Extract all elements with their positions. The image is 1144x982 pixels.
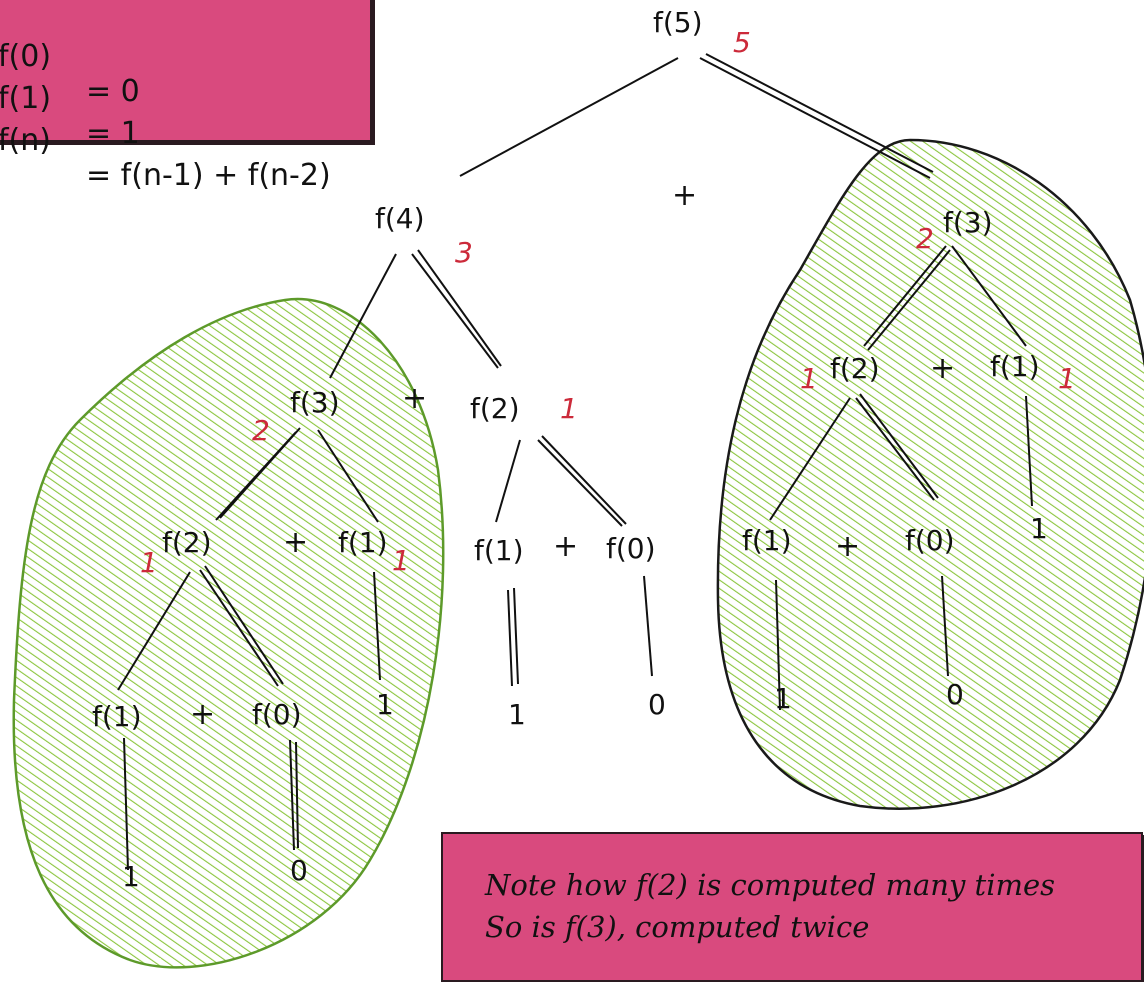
node-f1-right: f(1) (990, 350, 1040, 383)
node-f5-value: 5 (733, 26, 751, 59)
edge (204, 565, 284, 685)
edge (373, 571, 381, 681)
definition-rhs: = 1 (86, 116, 140, 151)
node-f1-left: f(1) (338, 526, 388, 559)
node-f1-left-leafparent: f(1) (92, 700, 142, 733)
plus-sign: + (930, 351, 955, 386)
node-f2-middle: f(2) (470, 392, 520, 425)
edge (317, 429, 379, 523)
edge (775, 579, 781, 711)
leaf-value: 1 (508, 698, 526, 731)
edge (507, 589, 513, 687)
edge (117, 571, 191, 691)
node-f2-left-value: 1 (140, 546, 158, 579)
edge (541, 435, 627, 525)
node-f2-right: f(2) (830, 352, 880, 385)
definition-rhs: = f(n-1) + f(n-2) (86, 158, 331, 193)
edge (459, 57, 679, 177)
node-f1-right-leafparent: f(1) (742, 524, 792, 557)
edge (411, 253, 499, 369)
node-f5: f(5) (653, 6, 703, 39)
leaf-value: 1 (1030, 512, 1048, 545)
node-f1-right-value: 1 (1058, 362, 1076, 395)
edge (219, 427, 301, 519)
blob-left (12, 297, 445, 969)
leaf-value: 1 (774, 682, 792, 715)
edge (295, 741, 299, 849)
definition-row: f(1) = 1 (0, 46, 140, 186)
edge (705, 53, 934, 173)
edge (863, 245, 947, 347)
definition-lhs: f(1) (0, 81, 52, 116)
edge (1025, 395, 1033, 507)
edge (289, 739, 295, 851)
edge (417, 249, 502, 367)
edge (855, 397, 935, 501)
edge (329, 253, 397, 379)
edge (769, 397, 851, 521)
node-f0-right-leafparent: f(0) (905, 524, 955, 557)
tree-edges (117, 53, 1033, 871)
leaf-value: 0 (648, 688, 666, 721)
node-f2-right-value: 1 (800, 362, 818, 395)
edge (537, 439, 623, 527)
blob-right (716, 138, 1144, 810)
node-f4: f(4) (375, 202, 425, 235)
plus-sign: + (835, 529, 860, 564)
node-f1-middle: f(1) (474, 534, 524, 567)
definition-row: f(n) = f(n-1) + f(n-2) (0, 88, 331, 228)
note-line-2: So is f(3), computed twice (485, 910, 870, 944)
plus-sign: + (190, 697, 215, 732)
edge (941, 575, 949, 677)
node-f0-left-leafparent: f(0) (252, 698, 302, 731)
edge (513, 587, 519, 685)
edge (699, 57, 931, 179)
plus-sign: + (553, 529, 578, 564)
plus-sign: + (672, 178, 697, 213)
definition-lhs: f(0) (0, 39, 52, 74)
node-f3-right-value: 2 (916, 222, 934, 255)
node-f0-middle: f(0) (606, 532, 656, 565)
definition-rhs: = 0 (86, 74, 140, 109)
leaf-value: 1 (122, 860, 140, 893)
node-f2-left: f(2) (162, 526, 212, 559)
node-f3-left-value: 2 (252, 414, 270, 447)
node-f2-middle-value: 1 (560, 392, 578, 425)
definition-row: f(0) = 0 (0, 4, 140, 144)
note-line-1: Note how f(2) is computed many times (485, 868, 1056, 902)
edge (643, 575, 653, 677)
edge (199, 569, 279, 687)
leaf-value: 0 (946, 678, 964, 711)
edge (951, 245, 1027, 347)
node-f3-right: f(3) (943, 206, 993, 239)
edge (867, 249, 951, 351)
plus-sign: + (402, 381, 427, 416)
edge (495, 439, 521, 523)
leaf-value: 1 (376, 688, 394, 721)
leaf-value: 0 (290, 854, 308, 887)
plus-sign: + (283, 525, 308, 560)
node-f3-left: f(3) (290, 386, 340, 419)
note-box: Note how f(2) is computed many times So … (441, 832, 1143, 982)
definition-lhs: f(n) (0, 123, 51, 158)
edge (123, 737, 129, 871)
node-f1-left-value: 1 (392, 544, 410, 577)
node-f4-value: 3 (455, 236, 473, 269)
edge (859, 393, 939, 499)
definition-box: f(0) = 0 f(1) = 1 f(n) = f(n-1) + f(n-2) (0, 0, 372, 193)
